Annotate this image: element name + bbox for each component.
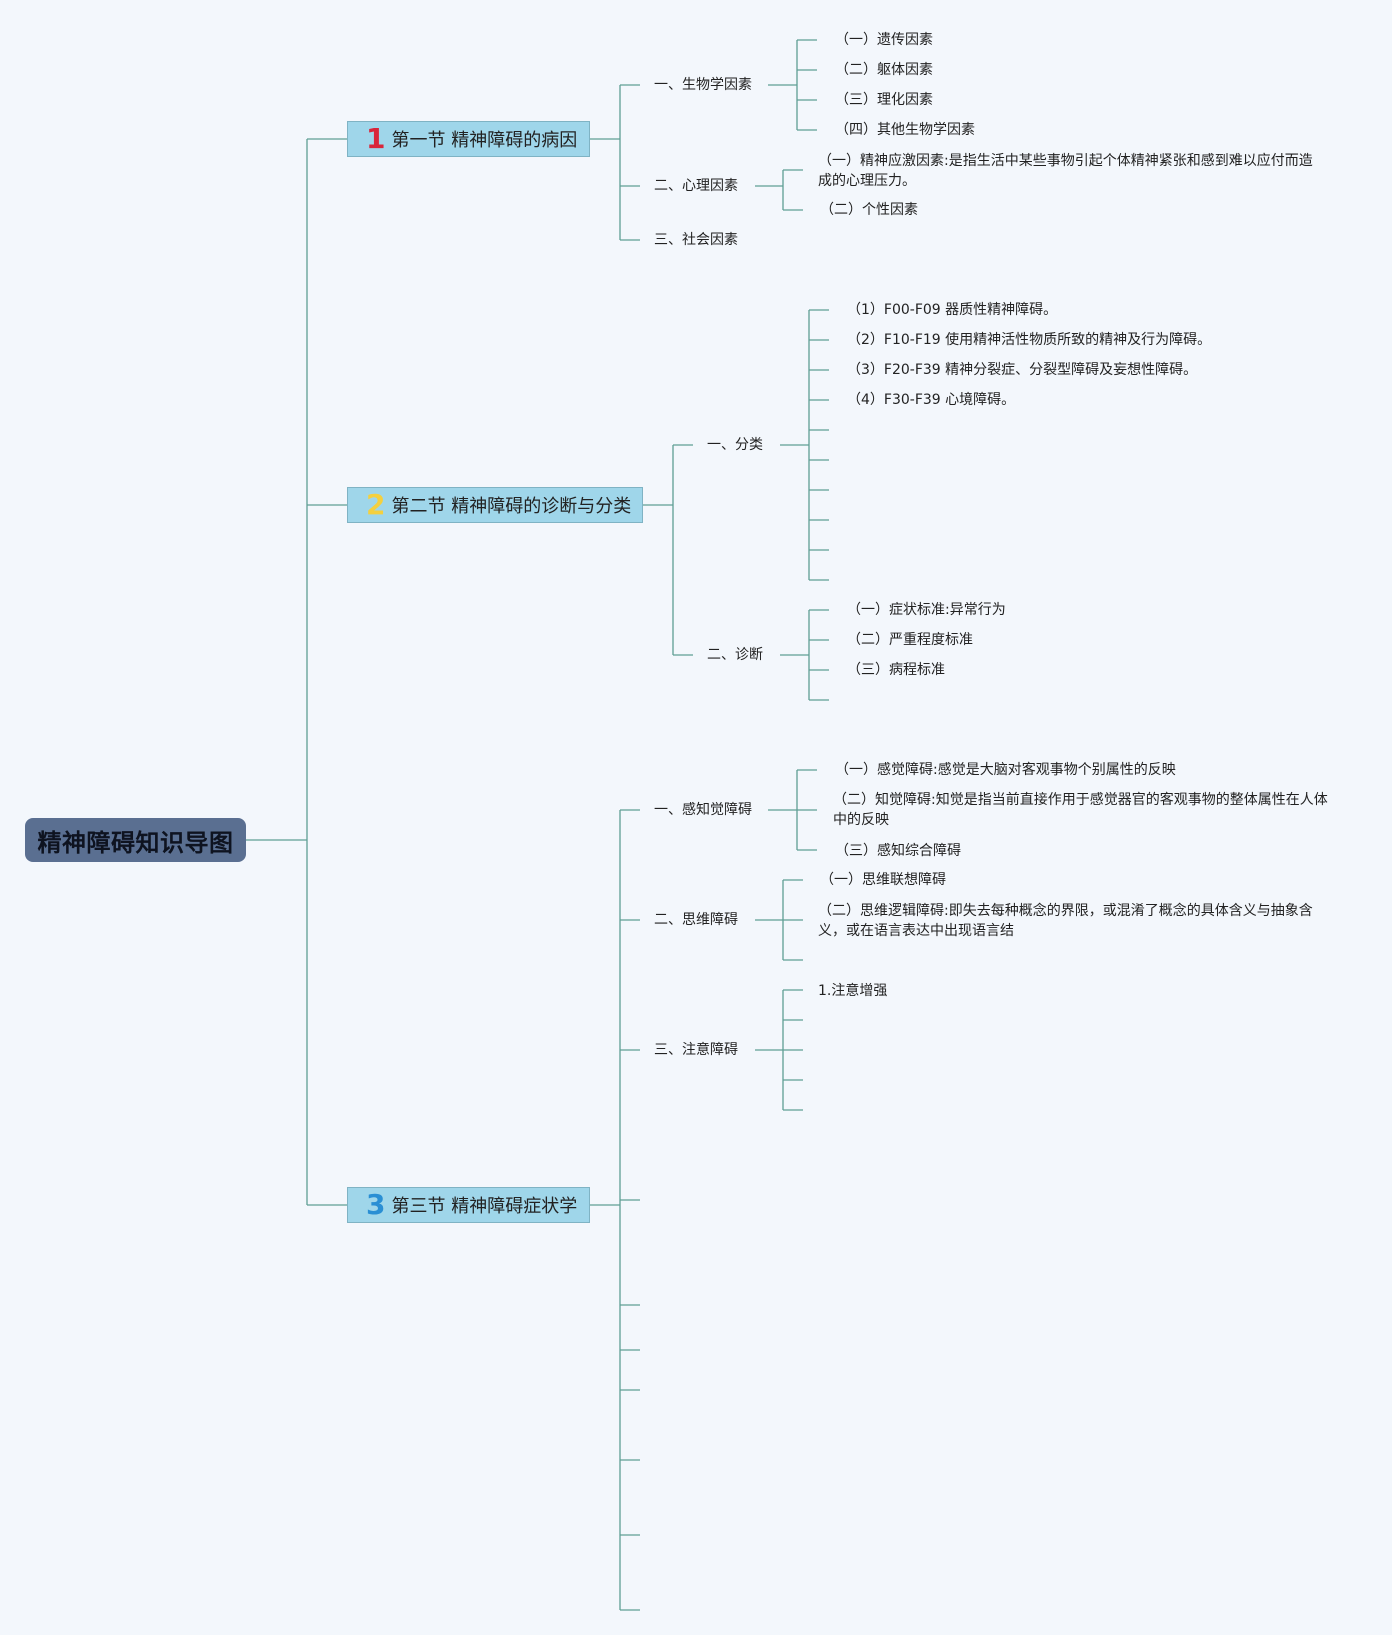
section-title: 第二节 精神障碍的诊断与分类	[391, 496, 632, 517]
section-3-node[interactable]: 3 第三节 精神障碍症状学	[347, 1187, 590, 1223]
leaf-node[interactable]: （1）F00-F09 器质性精神障碍。	[847, 302, 1058, 318]
branch-node[interactable]: 三、注意障碍	[654, 1042, 738, 1058]
branch-node[interactable]: 二、心理因素	[654, 178, 738, 194]
branch-node[interactable]: 一、生物学因素	[654, 77, 752, 93]
leaf-node[interactable]: （一）症状标准:异常行为	[847, 602, 1006, 618]
leaf-node[interactable]: （一）思维联想障碍	[820, 872, 946, 888]
leaf-node[interactable]: （三）病程标准	[847, 662, 945, 678]
root-node[interactable]: 精神障碍知识导图	[25, 818, 246, 862]
section-number: 2	[366, 488, 386, 521]
leaf-node[interactable]: （一）感觉障碍:感觉是大脑对客观事物个别属性的反映	[835, 762, 1176, 778]
branch-node[interactable]: 三、社会因素	[654, 232, 738, 248]
leaf-node[interactable]: （3）F20-F39 精神分裂症、分裂型障碍及妄想性障碍。	[847, 362, 1198, 378]
branch-node[interactable]: 二、思维障碍	[654, 912, 738, 928]
leaf-node[interactable]: （二）躯体因素	[835, 62, 933, 78]
branch-node[interactable]: 一、感知觉障碍	[654, 802, 752, 818]
leaf-node[interactable]: （二）思维逻辑障碍:即失去每种概念的界限，或混淆了概念的具体含义与抽象含义，或在…	[818, 903, 1313, 939]
leaf-node[interactable]: （三）理化因素	[835, 92, 933, 108]
branch-node[interactable]: 二、诊断	[707, 647, 763, 663]
section-title: 第一节 精神障碍的病因	[391, 130, 578, 151]
leaf-node[interactable]: （四）其他生物学因素	[835, 122, 975, 138]
leaf-node[interactable]: （2）F10-F19 使用精神活性物质所致的精神及行为障碍。	[847, 332, 1212, 348]
section-title: 第三节 精神障碍症状学	[391, 1196, 578, 1217]
branch-node[interactable]: 一、分类	[707, 437, 763, 453]
section-number: 3	[366, 1188, 386, 1221]
leaf-node[interactable]: （三）感知综合障碍	[835, 843, 961, 859]
section-number: 1	[366, 122, 386, 155]
leaf-node[interactable]: （一）遗传因素	[835, 32, 933, 48]
section-1-node[interactable]: 1 第一节 精神障碍的病因	[347, 121, 590, 157]
leaf-node[interactable]: （4）F30-F39 心境障碍。	[847, 392, 1016, 408]
leaf-node[interactable]: （一）精神应激因素:是指生活中某些事物引起个体精神紧张和感到难以应付而造成的心理…	[818, 153, 1313, 189]
section-2-node[interactable]: 2 第二节 精神障碍的诊断与分类	[347, 487, 643, 523]
leaf-node[interactable]: （二）知觉障碍:知觉是指当前直接作用于感觉器官的客观事物的整体属性在人体中的反映	[833, 792, 1328, 828]
leaf-node[interactable]: （二）严重程度标准	[847, 632, 973, 648]
leaf-node[interactable]: （二）个性因素	[820, 202, 918, 218]
leaf-node[interactable]: 1.注意增强	[818, 983, 888, 999]
